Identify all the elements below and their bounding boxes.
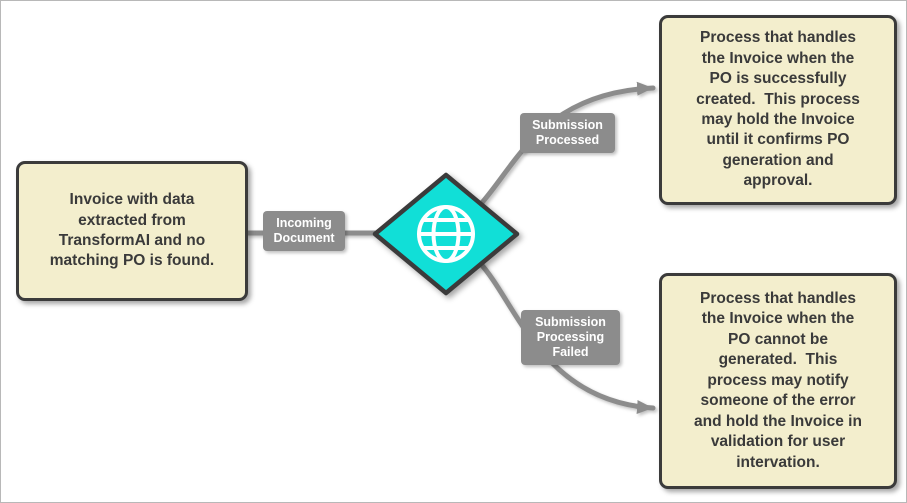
node-invoice-source: Invoice with data extracted from Transfo… bbox=[16, 161, 248, 301]
edge-label-incoming-document: Incoming Document bbox=[263, 211, 345, 251]
node-process-po-failed-text: Process that handles the Invoice when th… bbox=[694, 289, 862, 471]
node-process-po-created-text: Process that handles the Invoice when th… bbox=[696, 29, 860, 190]
node-process-po-failed: Process that handles the Invoice when th… bbox=[659, 273, 897, 489]
node-invoice-source-text: Invoice with data extracted from Transfo… bbox=[49, 191, 215, 270]
globe-icon bbox=[417, 205, 475, 263]
node-gateway bbox=[372, 172, 520, 296]
node-process-po-created: Process that handles the Invoice when th… bbox=[659, 15, 897, 205]
edge-label-submission-processed: Submission Processed bbox=[520, 113, 615, 153]
edge-label-submission-processing-failed: Submission Processing Failed bbox=[521, 310, 620, 365]
